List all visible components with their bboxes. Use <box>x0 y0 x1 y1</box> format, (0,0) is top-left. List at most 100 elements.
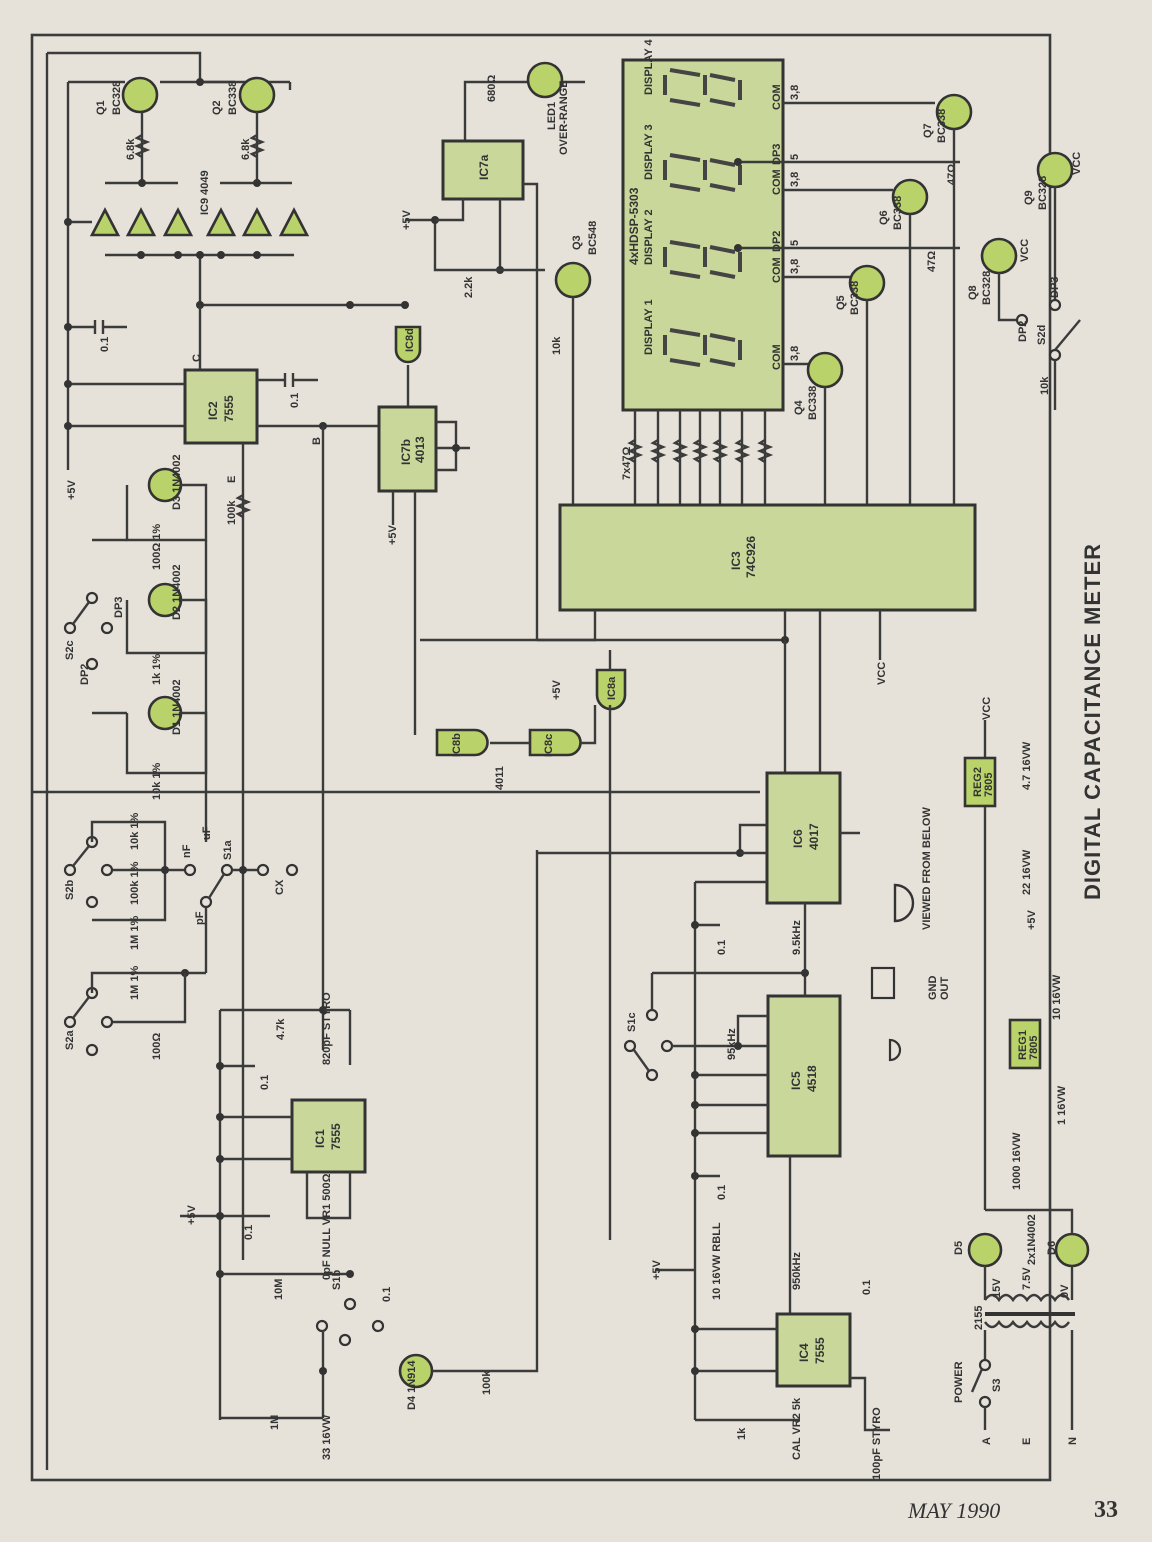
s2c-contact[interactable] <box>85 591 99 605</box>
s2a-dp3[interactable] <box>100 1015 114 1029</box>
s1c-pf[interactable] <box>645 1068 659 1082</box>
s1b-common[interactable] <box>343 1297 357 1311</box>
c-styro2-label: 100pF STYRO <box>871 1407 883 1480</box>
power-switch-s3-top[interactable] <box>978 1358 992 1372</box>
vr2-label: CAL VR2 5k <box>791 1397 803 1460</box>
s2a-common[interactable] <box>63 1015 77 1029</box>
ic2-ref: IC2 <box>206 401 220 420</box>
s2b-dp3[interactable] <box>100 863 114 877</box>
q3-part: BC548 <box>587 221 599 255</box>
q9-part: BC328 <box>1037 176 1049 210</box>
segment-resistor-5 <box>733 438 751 464</box>
ic5-ref: IC5 <box>789 1071 803 1090</box>
segment-resistors-label: 7x47Ω <box>621 447 633 480</box>
s2d-dp2-label: DP2 <box>1017 321 1029 342</box>
s1c-uf[interactable] <box>645 1008 659 1022</box>
power-label: POWER <box>953 1361 965 1403</box>
ic6-section: IC6 4017 0.1 9.5kHz <box>537 771 860 1420</box>
ic2-chip <box>183 368 259 445</box>
r-led-label: 680Ω <box>486 75 498 102</box>
d3-label: D3 1N4002 <box>171 454 183 510</box>
power-switch-s3-bottom[interactable] <box>978 1395 992 1409</box>
ic5-section: IC5 4518 S1c 95kHz 0.1 <box>623 969 842 1320</box>
digit-4 <box>663 68 742 107</box>
com-label-3: COM <box>771 169 783 195</box>
s1a-nf-contact[interactable] <box>183 863 197 877</box>
ic8d-ref: IC8d <box>404 328 416 352</box>
cx-ground-terminal[interactable] <box>285 863 299 877</box>
c-ic1-elec-label: 33 16VW <box>321 1414 333 1460</box>
r-d1-label: 10k 1% <box>151 762 163 800</box>
q1-ref: Q1 <box>95 100 107 115</box>
s2c-common[interactable] <box>63 621 77 635</box>
s2c-dp2-label: DP2 <box>79 664 91 685</box>
vr1-label: 0pF NULL VR1 500Ω <box>321 1173 333 1280</box>
s2b-common[interactable] <box>63 863 77 877</box>
ic7b-part: 4013 <box>413 436 427 463</box>
s1a-pf-contact[interactable] <box>199 895 213 909</box>
s1b-uf[interactable] <box>315 1319 329 1333</box>
digit-3 <box>663 153 742 192</box>
ic2-part: 7555 <box>222 395 236 422</box>
s1c-nf[interactable] <box>660 1039 674 1053</box>
c-ic1-a-label: 0.1 <box>259 1075 271 1090</box>
transistor-q3 <box>554 261 592 299</box>
led-desc: OVER-RANGE <box>558 80 570 155</box>
footer-issue-date: MAY 1990 <box>908 1498 1001 1523</box>
segment-resistor-4 <box>711 438 729 464</box>
r-s2b-b-label: 100k 1% <box>129 861 141 905</box>
cx-label: CX <box>274 879 286 895</box>
com-pins-2: 3,8 <box>789 259 801 274</box>
s2c-dp2[interactable] <box>85 657 99 671</box>
r-dp3-label: 47Ω <box>946 164 958 185</box>
net-c: C <box>191 354 203 362</box>
q8-part: BC328 <box>981 271 993 305</box>
ic6-part: 4017 <box>807 823 821 850</box>
s2d-common[interactable] <box>1048 348 1062 362</box>
q9-ref: Q9 <box>1023 190 1035 205</box>
q2-part: BC338 <box>227 81 239 115</box>
s2b-dp2[interactable] <box>85 895 99 909</box>
q5-ref: Q5 <box>835 295 847 310</box>
s2c-dp3[interactable] <box>100 621 114 635</box>
tap-7-5v: 7.5V <box>1021 1267 1033 1290</box>
s1a-nf-label: nF <box>181 844 193 858</box>
transistor-q1 <box>121 76 159 114</box>
r-ic1-a-label: 4.7k <box>275 1018 287 1040</box>
digit-1 <box>663 328 742 367</box>
r-s2b-c-label: 1M 1% <box>129 916 141 950</box>
ic3-vcc: VCC <box>876 662 888 685</box>
s2d-dp2-contact[interactable] <box>1015 313 1029 327</box>
v5-label-1: +5V <box>66 479 78 500</box>
c-reg2-out-label: 4.7 16VW <box>1021 741 1033 790</box>
q4-ref: Q4 <box>793 399 805 415</box>
r-s2a-a-label: 1M 1% <box>129 966 141 1000</box>
ic2-section: 0.1 IC2 7555 0.1 B C 100k E +5V <box>64 301 420 1260</box>
s1a-common[interactable] <box>220 863 234 877</box>
transformer-ref: 2155 <box>973 1306 985 1330</box>
transistor-q8 <box>980 237 1018 275</box>
ic8b-part: 4011 <box>494 766 506 790</box>
r-dp2-label: 47Ω <box>926 251 938 272</box>
pinout-notes: VIEWED FROM BELOW OUT GND <box>870 807 951 1062</box>
r-d4-label: 100k <box>481 1370 493 1395</box>
c-reg2-in-label: 22 16VW <box>1021 849 1033 895</box>
r-s2d-label: 10k <box>1039 376 1051 395</box>
ic4-section: IC4 7555 +5V 10 16VW RBLL 1k CAL VR2 5k … <box>651 1222 890 1480</box>
com-label-2: COM <box>771 257 783 283</box>
power-supply: REG2 7805 VCC 4.7 16VW 22 16VW REG1 7805… <box>953 697 1090 1445</box>
s1c-common[interactable] <box>623 1039 637 1053</box>
s1c-label: S1c <box>626 1012 638 1032</box>
q5-part: BC338 <box>849 281 861 315</box>
reg1-v5: +5V <box>1026 909 1038 930</box>
transistor-pinout-note: VIEWED FROM BELOW <box>921 807 933 930</box>
s1b-nf[interactable] <box>338 1333 352 1347</box>
diode-d6 <box>1054 1232 1090 1268</box>
s2d-dp3-contact[interactable] <box>1048 298 1062 312</box>
q6-ref: Q6 <box>878 210 890 225</box>
q7-ref: Q7 <box>922 123 934 138</box>
s1b-pf[interactable] <box>371 1319 385 1333</box>
s2a-dp2[interactable] <box>85 1043 99 1057</box>
reg2-ref: REG2 <box>972 767 984 797</box>
cx-terminal[interactable] <box>256 863 270 877</box>
